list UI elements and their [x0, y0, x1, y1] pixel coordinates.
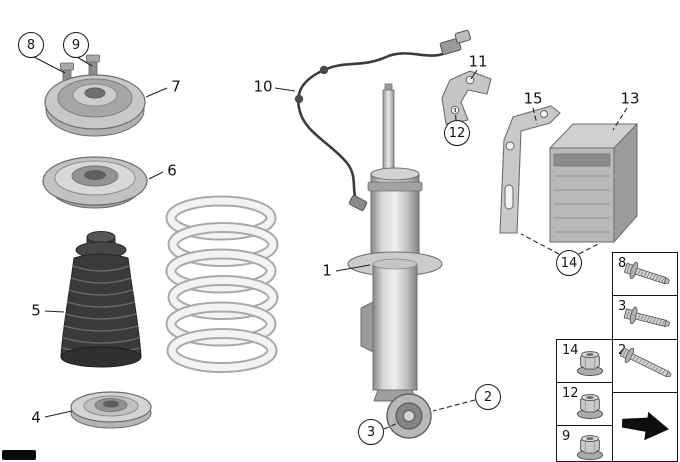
callout-8[interactable]: 8 [18, 32, 44, 58]
callout-4[interactable]: 4 [31, 408, 41, 427]
flange-nut-icon [574, 433, 606, 461]
guide-support-drawing [44, 54, 146, 137]
flange-nut-icon [574, 392, 606, 420]
leader-lines [33, 56, 628, 430]
legend-item-3[interactable]: 3 [612, 295, 678, 340]
callout-12[interactable]: 12 [444, 120, 470, 146]
callout-5[interactable]: 5 [31, 301, 41, 320]
legend-part-number: 9 [562, 429, 571, 444]
callout-7[interactable]: 7 [171, 77, 181, 96]
callout-2[interactable]: 2 [475, 384, 501, 410]
direction-arrow-icon [616, 403, 675, 452]
holder-bracket-drawing [441, 70, 492, 125]
callout-1[interactable]: 1 [322, 261, 332, 280]
legend-item-8[interactable]: 8 [612, 252, 678, 296]
legend-item-9[interactable]: 9 [556, 425, 613, 462]
callout-13[interactable]: 13 [620, 89, 640, 108]
flange-bolt-long-icon [617, 342, 678, 385]
spring-pad-drawing [70, 391, 152, 429]
coil-spring-drawing [165, 195, 279, 373]
callout-3[interactable]: 3 [358, 419, 384, 445]
control-unit-drawing [548, 122, 639, 244]
legend-part-number: 8 [618, 256, 627, 271]
callout-15[interactable]: 15 [523, 89, 543, 108]
callout-10[interactable]: 10 [253, 77, 273, 96]
flange-bolt-icon [621, 257, 675, 293]
legend-part-number: 14 [562, 343, 579, 358]
legend-part-number: 2 [618, 343, 627, 358]
watermark-mark [2, 450, 36, 460]
flange-bolt-icon [621, 302, 675, 335]
legend-part-number: 3 [618, 299, 627, 314]
callout-11[interactable]: 11 [468, 52, 488, 71]
callout-6[interactable]: 6 [167, 161, 177, 180]
legend-part-number: 12 [562, 386, 579, 401]
legend-item-12[interactable]: 12 [556, 382, 613, 426]
shock-absorber-drawing [347, 83, 443, 439]
callout-14[interactable]: 14 [556, 250, 582, 276]
bracket-drawing [499, 105, 561, 234]
abs-sensor-cable-drawing [294, 29, 471, 211]
legend-item-2[interactable]: 2 [612, 339, 678, 393]
callout-9[interactable]: 9 [63, 32, 89, 58]
support-bearing-drawing [42, 156, 148, 209]
legend-item-direction [612, 392, 678, 462]
dust-boot-drawing [60, 231, 142, 368]
legend-item-14[interactable]: 14 [556, 339, 613, 383]
flange-nut-icon [574, 349, 606, 377]
